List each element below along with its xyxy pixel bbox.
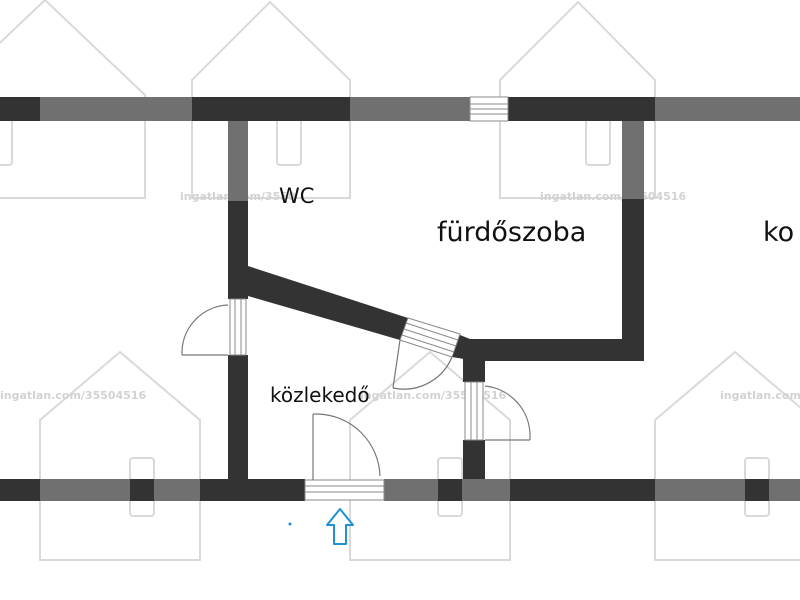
watermark-texts: ingatlan.com/3550 ingatlan.com/35504516 … — [0, 190, 800, 402]
watermark-text: ingatlan.com/35504516 — [0, 389, 146, 402]
room-label-hallway: közlekedő — [270, 383, 370, 407]
left-wall-lower — [228, 355, 248, 481]
bathroom-bottom-wall — [470, 339, 644, 361]
room-label-cut-room: ko — [763, 217, 794, 248]
walls — [0, 97, 800, 501]
right-door-frame — [464, 381, 484, 441]
left-door-frame — [229, 298, 247, 356]
watermark-layer — [0, 0, 800, 561]
top-window — [469, 96, 509, 122]
door-swings — [181, 304, 531, 480]
entrance-door-frame — [304, 479, 385, 501]
hallway-right-wall-lower — [463, 440, 485, 481]
right-door-swing — [484, 385, 531, 441]
diagonal-door-swing — [392, 339, 453, 390]
diagonal-wall-left — [248, 266, 408, 340]
openings — [229, 96, 509, 501]
marker-dot — [288, 522, 292, 526]
up-arrow-icon — [326, 508, 354, 545]
watermark-text: ingatlan.com/35504516 — [360, 389, 506, 402]
room-label-wc: WC — [279, 184, 314, 208]
watermark-text: ingatlan.com/35504516 — [540, 190, 686, 203]
wall-watermark-overlay — [40, 97, 800, 501]
watermark-text: ingatlan.com/3 — [720, 389, 800, 402]
entrance-door-swing — [312, 413, 381, 480]
house-logo-icon — [0, 0, 146, 199]
room-label-bathroom: fürdőszoba — [437, 217, 586, 248]
left-door-swing — [181, 304, 229, 356]
house-logo-icon — [349, 350, 511, 561]
hallway-right-wall-upper — [463, 356, 485, 382]
house-logo-icon — [39, 350, 201, 561]
house-logo-icon — [654, 350, 800, 561]
small-note: gü. — [229, 229, 243, 239]
